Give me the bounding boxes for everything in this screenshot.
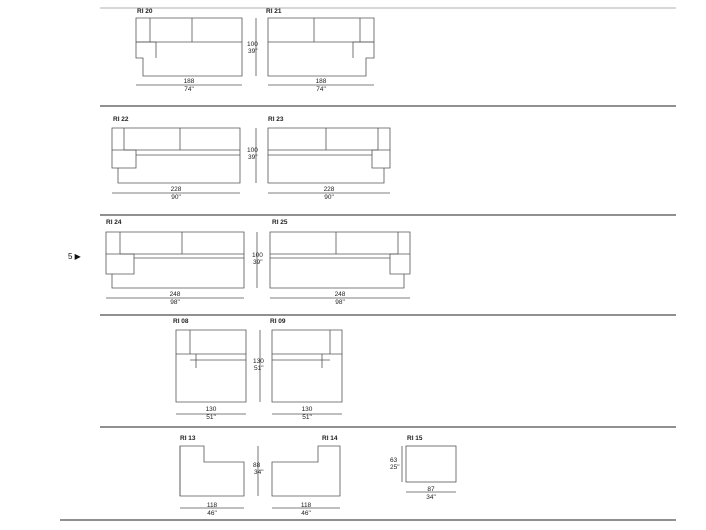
- model-label-ri14: RI 14: [322, 435, 338, 442]
- depth-cm-row3: 100: [252, 252, 263, 259]
- sofa-plan-ri22: [111, 127, 241, 184]
- sofa-plan-ri08: [175, 329, 247, 403]
- model-label-ri25: RI 25: [272, 219, 288, 226]
- width-cm-ri21: 188: [315, 78, 327, 85]
- width-in-ri20: 74": [184, 86, 194, 93]
- depth-cm-ri15: 63: [390, 457, 398, 464]
- width-cm-ri09: 130: [301, 406, 313, 413]
- depth-in-ri15: 25": [390, 464, 400, 471]
- depth-cm-row1: 100: [247, 41, 258, 48]
- depth-cm-row5: 88: [253, 462, 261, 469]
- model-label-ri09: RI 09: [270, 318, 286, 325]
- width-in-ri08: 51": [206, 414, 216, 421]
- depth-in-row5: 34": [254, 469, 264, 476]
- sofa-plan-ri15: [405, 445, 457, 483]
- width-cm-ri22: 228: [170, 186, 182, 193]
- width-in-ri22: 90": [171, 194, 181, 201]
- depth-in-row4: 51": [254, 365, 264, 372]
- width-cm-ri23: 228: [323, 186, 335, 193]
- width-in-ri15: 34": [426, 494, 436, 501]
- model-label-ri22: RI 22: [113, 116, 129, 123]
- depth-cm-row2: 100: [247, 147, 258, 154]
- width-in-ri24: 98": [170, 299, 180, 306]
- page-marker: 5 ▶: [68, 252, 81, 261]
- width-in-ri09: 51": [302, 414, 312, 421]
- width-in-ri13: 46": [207, 510, 217, 517]
- sofa-plan-ri13: [179, 445, 245, 497]
- sofa-plan-ri21: [267, 17, 375, 77]
- model-label-ri15: RI 15: [407, 435, 423, 442]
- width-cm-ri14: 118: [300, 502, 312, 509]
- sofa-plan-ri14: [271, 445, 341, 497]
- model-label-ri24: RI 24: [106, 219, 122, 226]
- width-cm-ri25: 248: [334, 291, 346, 298]
- width-cm-ri08: 130: [205, 406, 217, 413]
- model-label-ri08: RI 08: [173, 318, 189, 325]
- sofa-plan-ri24: [105, 231, 245, 289]
- sofa-plan-ri20: [135, 17, 243, 77]
- sofa-plan-ri23: [267, 127, 391, 184]
- sofa-plan-ri25: [269, 231, 411, 289]
- model-label-ri23: RI 23: [268, 116, 284, 123]
- width-cm-ri13: 118: [206, 502, 218, 509]
- depth-in-row1: 39": [248, 48, 258, 55]
- model-label-ri21: RI 21: [266, 8, 282, 15]
- width-in-ri25: 98": [335, 299, 345, 306]
- width-in-ri23: 90": [324, 194, 334, 201]
- width-in-ri21: 74": [316, 86, 326, 93]
- model-label-ri20: RI 20: [137, 8, 153, 15]
- width-cm-ri15: 87: [427, 486, 435, 493]
- width-cm-ri20: 188: [183, 78, 195, 85]
- model-label-ri13: RI 13: [180, 435, 196, 442]
- depth-in-row3: 39": [253, 259, 263, 266]
- depth-cm-row4: 130: [253, 358, 264, 365]
- depth-in-row2: 39": [248, 154, 258, 161]
- width-cm-ri24: 248: [169, 291, 181, 298]
- sofa-plan-ri09: [271, 329, 343, 403]
- width-in-ri14: 46": [301, 510, 311, 517]
